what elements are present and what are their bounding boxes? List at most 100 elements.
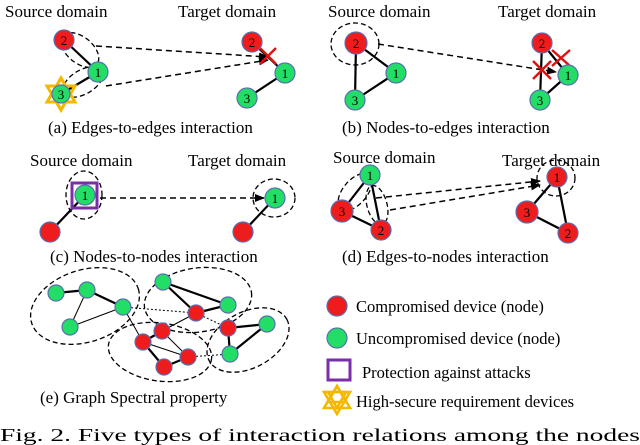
legend-compromised-label: Compromised device (node) <box>356 297 544 316</box>
uncompromised-node <box>219 296 237 314</box>
panel-b: Source domain Target domain 2 1 3 2 1 3 … <box>328 2 597 137</box>
compromised-node <box>330 199 354 223</box>
node-label: 3 <box>352 93 359 108</box>
node-label: 3 <box>339 204 346 219</box>
edge <box>122 306 197 314</box>
edge-thin <box>162 280 229 307</box>
edge <box>187 353 231 358</box>
star-of-david-icon <box>321 383 353 410</box>
cross-icon <box>551 49 571 67</box>
compromised-node <box>344 31 368 55</box>
uncompromised-node <box>557 64 579 86</box>
compromised-node <box>39 221 61 243</box>
node-label: 1 <box>565 68 572 83</box>
interaction-arrow <box>389 182 541 211</box>
uncompromised-node <box>78 281 96 299</box>
compromised-node <box>515 200 539 224</box>
uncompromised-node <box>529 89 551 111</box>
legend-uncompromised-label: Uncompromised device (node) <box>356 329 560 348</box>
panel-a-source-label: Source domain <box>5 2 108 21</box>
node-label: 2 <box>249 35 256 50</box>
compromised-node <box>546 166 568 188</box>
compromised-node <box>219 319 237 337</box>
panel-e-caption: (e) Graph Spectral property <box>40 388 228 407</box>
node-label: 3 <box>58 87 65 102</box>
node-label: 3 <box>537 93 544 108</box>
cluster-ellipse <box>206 307 290 373</box>
panel-b-caption: (b) Nodes-to-edges interaction <box>342 118 550 137</box>
selected-node-ellipse <box>252 178 296 218</box>
legend-compromised-swatch <box>326 295 348 317</box>
panel-c: Source domain Target domain 1 1 (c) Node… <box>30 151 296 266</box>
uncompromised-node <box>385 62 407 84</box>
node-label: 2 <box>539 36 546 51</box>
panel-a: Source domain Target domain 2 1 3 2 1 3 … <box>5 2 296 137</box>
uncompromised-node <box>61 318 79 336</box>
uncompromised-node <box>359 164 381 186</box>
interaction-arrow <box>105 57 269 87</box>
panel-c-source-label: Source domain <box>30 151 133 170</box>
node-label: 1 <box>95 65 102 80</box>
interaction-arrow <box>95 45 269 61</box>
node-label: 2 <box>61 33 68 48</box>
node-label: 2 <box>565 226 572 241</box>
node-label: 2 <box>353 36 360 51</box>
uncompromised-node <box>74 184 96 206</box>
uncompromised-node <box>47 284 65 302</box>
node-label: 1 <box>393 66 400 81</box>
node-label: 1 <box>554 170 561 185</box>
uncompromised-node <box>236 87 258 109</box>
panel-d: Source domain Target domain 1 3 2 1 3 2 … <box>330 148 601 266</box>
node-label: 1 <box>367 168 374 183</box>
edge <box>69 306 124 328</box>
compromised-node <box>531 32 553 54</box>
panel-c-caption: (c) Nodes-to-nodes interaction <box>50 247 258 266</box>
uncompromised-node <box>87 61 109 83</box>
panel-d-caption: (d) Edges-to-nodes interaction <box>342 247 549 266</box>
uncompromised-node <box>154 273 172 291</box>
uncompromised-node <box>221 345 239 363</box>
panel-b-source-label: Source domain <box>328 2 431 21</box>
compromised-node <box>241 31 263 53</box>
node-label: 2 <box>378 223 385 238</box>
star-of-david-icon <box>321 390 353 417</box>
uncompromised-node <box>51 84 71 104</box>
compromised-node <box>557 222 579 244</box>
cross-icon <box>532 60 552 80</box>
compromised-node <box>232 221 254 243</box>
interaction-arrow <box>375 177 541 199</box>
node-label: 3 <box>524 205 531 220</box>
figure-caption: Fig. 2. Five types of interaction relati… <box>0 425 640 445</box>
compromised-node <box>370 219 392 241</box>
panel-d-source-label: Source domain <box>333 148 436 167</box>
uncompromised-node <box>344 89 366 111</box>
compromised-node <box>153 322 171 340</box>
square-outline-icon <box>70 181 99 210</box>
cross-icon <box>259 47 277 65</box>
legend-protection-label: Protection against attacks <box>362 363 531 382</box>
selected-node-ellipse <box>536 159 576 197</box>
cluster-ellipse <box>29 266 141 346</box>
uncompromised-node <box>258 315 276 333</box>
panel-c-target-label: Target domain <box>188 151 287 170</box>
legend: Compromised device (node) Uncompromised … <box>321 295 574 417</box>
legend-high-secure-label: High-secure requirement devices <box>356 392 574 411</box>
node-label: 1 <box>282 66 289 81</box>
uncompromised-node <box>264 187 286 209</box>
uncompromised-node <box>274 62 296 84</box>
panel-a-target-label: Target domain <box>178 2 277 21</box>
panel-e: (e) Graph Spectral property <box>29 266 290 407</box>
compromised-node <box>53 29 75 51</box>
selected-node-ellipse <box>65 170 103 220</box>
panel-a-caption: (a) Edges-to-edges interaction <box>48 118 253 137</box>
uncompromised-node <box>114 298 132 316</box>
node-label: 3 <box>244 91 251 106</box>
panel-b-target-label: Target domain <box>498 2 597 21</box>
node-label: 1 <box>272 191 279 206</box>
compromised-node <box>134 333 152 351</box>
compromised-node <box>155 358 173 376</box>
legend-uncompromised-swatch <box>326 327 348 349</box>
node-label: 1 <box>82 188 89 203</box>
compromised-node <box>187 304 205 322</box>
